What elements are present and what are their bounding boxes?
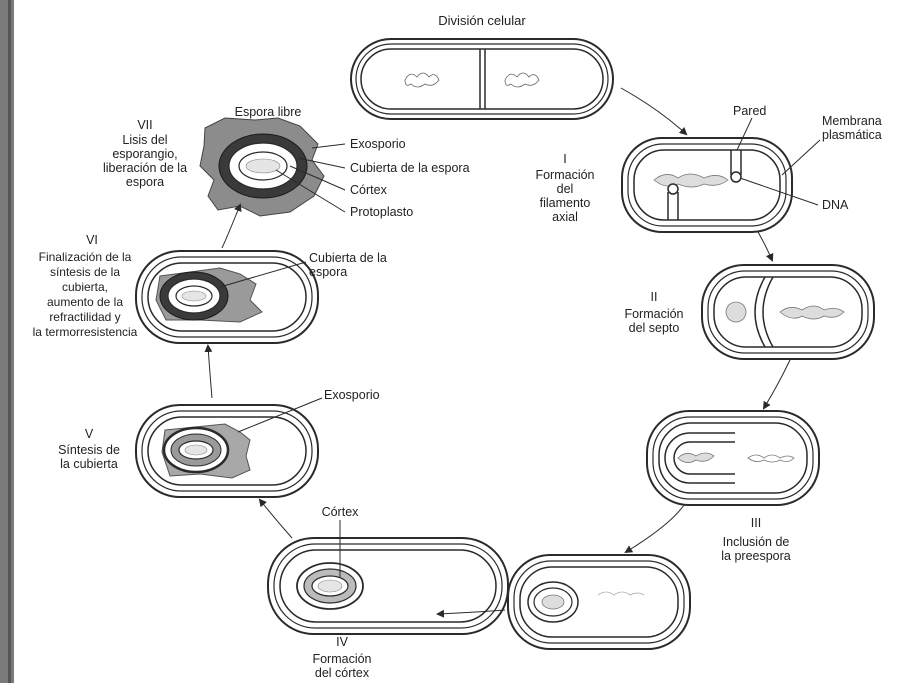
cell-stage-v	[136, 398, 322, 497]
cell-stage-iii-a	[647, 411, 819, 505]
label-cubierta-top: Cubierta de la espora	[350, 161, 500, 175]
stage-iv-text: Formación del córtex	[292, 652, 392, 680]
label-exosporio-top: Exosporio	[350, 137, 450, 151]
cell-stage-ii	[702, 265, 874, 359]
cell-stage-iv	[268, 520, 508, 634]
cell-division-title: División celular	[392, 14, 572, 28]
stage-iii-numeral: III	[706, 516, 806, 530]
label-cortex-iv: Córtex	[310, 505, 370, 519]
stage-iv-numeral: IV	[302, 635, 382, 649]
stage-ii-text: Formación del septo	[609, 307, 699, 335]
stage-vii-numeral: VII	[100, 118, 190, 132]
stage-v-text: Síntesis de la cubierta	[39, 443, 139, 471]
stage-vi-text: Finalización de la síntesis de la cubier…	[16, 250, 154, 340]
stage-vii-text: Lisis del esporangio, liberación de la e…	[86, 133, 204, 189]
label-membrana: Membrana plasmática	[822, 114, 900, 142]
label-cortex-top: Córtex	[350, 183, 430, 197]
cell-stage-vi	[136, 251, 318, 343]
stage-ii-numeral: II	[614, 290, 694, 304]
label-pared: Pared	[733, 104, 793, 118]
label-exosporio-v: Exosporio	[324, 388, 404, 402]
label-dna: DNA	[822, 198, 872, 212]
label-espora-libre: Espora libre	[218, 105, 318, 119]
stage-i-text: Formación del filamento axial	[525, 168, 605, 224]
cell-division	[351, 39, 613, 119]
stage-i-numeral: I	[530, 152, 600, 166]
cell-stage-iii-b	[508, 555, 690, 649]
label-cubierta-vi: Cubierta de la espora	[309, 251, 419, 279]
free-spore	[200, 118, 345, 216]
cell-stage-i	[622, 118, 820, 232]
stage-vi-numeral: VI	[32, 233, 152, 247]
stage-iii-text: Inclusión de la preespora	[706, 535, 806, 563]
label-protoplasto: Protoplasto	[350, 205, 450, 219]
stage-v-numeral: V	[44, 427, 134, 441]
